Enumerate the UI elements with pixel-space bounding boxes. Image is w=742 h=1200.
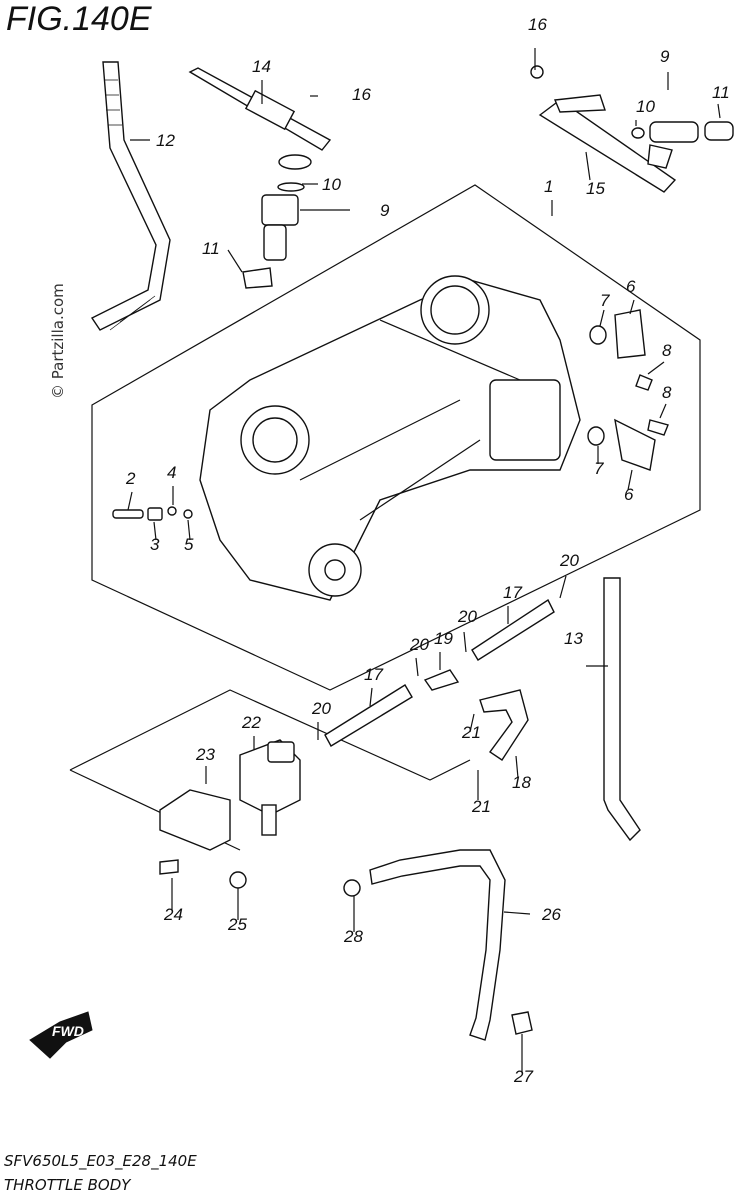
clamp-28 xyxy=(343,879,361,897)
callout-7: 7 xyxy=(594,459,604,478)
callout-leader xyxy=(227,249,243,273)
hose-13 xyxy=(603,577,641,842)
callout-leader xyxy=(463,631,467,653)
callout-leader xyxy=(629,299,635,315)
callout-leader xyxy=(585,151,591,181)
callout-leader xyxy=(627,469,633,491)
injector-9-left xyxy=(242,182,305,289)
callout-leader xyxy=(503,911,531,915)
callout-1: 1 xyxy=(544,177,553,196)
nut-25 xyxy=(229,871,247,889)
callout-leader xyxy=(415,657,419,677)
callout-6: 6 xyxy=(624,485,634,504)
figure-name: THROTTLE BODY xyxy=(4,1176,131,1194)
callout-17: 17 xyxy=(503,583,522,602)
sensor-6-upper xyxy=(589,309,653,391)
callout-7: 7 xyxy=(600,291,610,310)
callout-leader xyxy=(559,575,567,599)
assembly-boundary-1 xyxy=(91,184,701,691)
callout-20: 20 xyxy=(409,635,429,654)
callout-10: 10 xyxy=(322,175,341,194)
callout-6: 6 xyxy=(626,277,636,296)
throttle-body-1 xyxy=(199,275,581,601)
callout-5: 5 xyxy=(184,535,194,554)
callout-16: 16 xyxy=(352,85,371,104)
bracket-23 xyxy=(159,789,231,851)
hose-26 xyxy=(369,849,506,1041)
callout-4: 4 xyxy=(167,463,176,482)
callout-16: 16 xyxy=(528,15,547,34)
callout-8: 8 xyxy=(662,341,672,360)
callout-21: 21 xyxy=(471,797,491,816)
callout-27: 27 xyxy=(513,1067,533,1086)
callout-3: 3 xyxy=(150,535,160,554)
callout-leader xyxy=(599,309,605,327)
callout-leader xyxy=(369,687,373,707)
solenoid-valve-22 xyxy=(239,739,301,836)
callout-9: 9 xyxy=(660,47,670,66)
fwd-label: FWD xyxy=(52,1023,84,1039)
callout-20: 20 xyxy=(457,607,477,626)
callout-2: 2 xyxy=(125,469,136,488)
figure-code: SFV650L5_E03_E28_140E xyxy=(4,1152,197,1170)
callout-9: 9 xyxy=(380,201,390,220)
injector-9-right xyxy=(631,121,734,169)
callout-leader xyxy=(515,755,519,779)
clamp-27 xyxy=(511,1011,533,1035)
callout-10: 10 xyxy=(636,97,655,116)
callout-leader xyxy=(127,491,133,511)
callout-leader xyxy=(659,403,667,419)
sensor-6-lower xyxy=(587,418,669,471)
hose-17-lower xyxy=(324,684,413,747)
callout-14: 14 xyxy=(252,57,271,76)
callout-18: 18 xyxy=(512,773,531,792)
callout-17: 17 xyxy=(364,665,383,684)
callout-12: 12 xyxy=(156,131,175,150)
callout-26: 26 xyxy=(541,905,561,924)
fitting-19 xyxy=(423,669,460,691)
adjuster-set xyxy=(112,506,193,521)
figure-title: FIG.140E xyxy=(6,0,152,38)
callout-19: 19 xyxy=(434,629,453,648)
hose-12 xyxy=(90,61,171,331)
callout-25: 25 xyxy=(227,915,247,934)
callout-leader xyxy=(717,103,721,119)
callout-22: 22 xyxy=(241,713,261,732)
callout-11: 11 xyxy=(712,83,730,102)
callout-leader xyxy=(187,519,191,541)
callout-15: 15 xyxy=(586,179,605,198)
callout-13: 13 xyxy=(564,629,583,648)
callout-8: 8 xyxy=(662,383,672,402)
callout-28: 28 xyxy=(343,927,363,946)
screw-24 xyxy=(159,859,179,875)
callout-24: 24 xyxy=(163,905,183,924)
fuel-rail-14 xyxy=(188,67,332,170)
callout-leader xyxy=(153,521,157,541)
callout-leader xyxy=(469,713,475,733)
hose-17-upper xyxy=(471,598,555,661)
callout-23: 23 xyxy=(195,745,215,764)
fuel-rail-15 xyxy=(530,65,677,193)
fwd-arrow xyxy=(29,1011,93,1059)
callout-20: 20 xyxy=(311,699,331,718)
callout-leader xyxy=(647,361,665,375)
hose-18 xyxy=(479,689,529,761)
callout-21: 21 xyxy=(461,723,481,742)
callout-20: 20 xyxy=(559,551,579,570)
callout-11: 11 xyxy=(202,239,220,258)
